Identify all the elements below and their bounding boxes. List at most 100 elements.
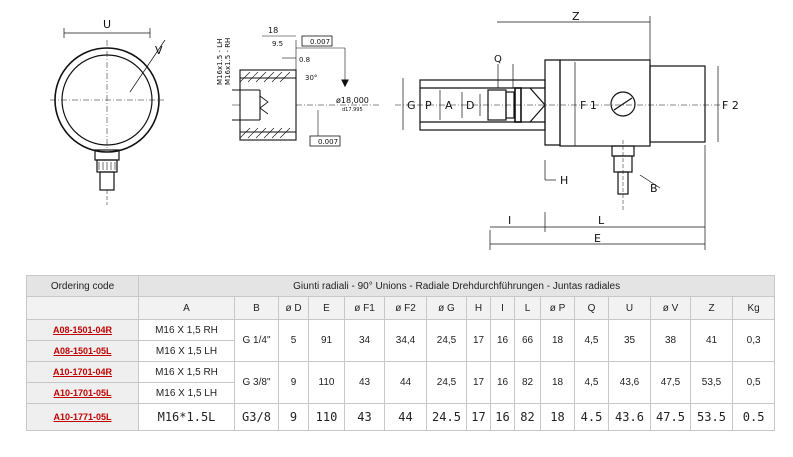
cell-q: 4,5 <box>574 319 609 362</box>
cell-f1: 43 <box>344 361 385 404</box>
col-header-i: I <box>490 296 515 320</box>
cell-h: 17 <box>466 361 491 404</box>
table-row: A10-1701-04R M16 X 1,5 RH G 3/8" 9 110 4… <box>26 361 776 404</box>
left-view <box>50 28 166 205</box>
cell-v: 38 <box>650 319 691 362</box>
label-g: G <box>407 99 416 112</box>
cell-b: G 1/4" <box>234 319 279 362</box>
cell-h: 17 <box>466 319 491 362</box>
cell-p: 18 <box>540 319 575 362</box>
table-row: A08-1501-04R M16 X 1,5 RH G 1/4" 5 91 34… <box>26 319 776 362</box>
label-u: U <box>103 18 111 31</box>
cell-h: 17 <box>466 403 491 431</box>
col-header-kg: Kg <box>731 296 776 320</box>
ordering-code-link[interactable]: A10-1771-05L <box>53 412 112 422</box>
label-dia-tol: d17.995 <box>342 107 363 113</box>
ordering-code-link[interactable]: A08-1501-05L <box>53 345 112 356</box>
ordering-code-link[interactable]: A08-1501-04R <box>52 324 113 335</box>
table-row: A10-1771-05L M16*1.5L G3/8 9 110 43 44 2… <box>26 403 776 431</box>
col-header-h: H <box>466 296 491 320</box>
cell-b: G 3/8" <box>234 361 279 404</box>
cell-d: 9 <box>278 361 309 404</box>
cell-g: 24,5 <box>426 319 467 362</box>
cell-v: 47,5 <box>650 361 691 404</box>
technical-drawing: U V M16x1.5 - LH M16x1.5 - RH 18 <box>50 10 739 250</box>
ordering-code-link[interactable]: A10-1701-05L <box>53 387 112 398</box>
label-d: D <box>466 99 474 112</box>
table-title: Giunti radiali - 90° Unions - Radiale Dr… <box>137 275 776 297</box>
cell-f2: 34,4 <box>384 319 427 362</box>
label-f1: F 1 <box>580 99 597 112</box>
label-q: Q <box>494 54 502 65</box>
cell-l: 82 <box>514 361 541 404</box>
ordering-code-cell: A08-1501-05L <box>26 340 139 362</box>
cell-u: 35 <box>608 319 651 362</box>
col-header-f1: ø F1 <box>344 296 385 320</box>
cell-e: 91 <box>308 319 345 362</box>
label-b: B <box>650 182 658 195</box>
right-view <box>395 16 720 250</box>
cell-d: 5 <box>278 319 309 362</box>
cell-u: 43,6 <box>608 361 651 404</box>
cell-f2: 44 <box>384 403 427 431</box>
label-l: L <box>598 214 605 227</box>
cell-i: 16 <box>490 361 515 404</box>
col-header-d: ø D <box>278 296 309 320</box>
cell-g: 24,5 <box>426 361 467 404</box>
cell-f1: 34 <box>344 319 385 362</box>
col-header-v: ø V <box>650 296 691 320</box>
col-header-u: U <box>608 296 651 320</box>
table-header-row-2: A B ø D E ø F1 ø F2 ø G H I L ø P Q U ø … <box>26 296 776 320</box>
cell-l: 66 <box>514 319 541 362</box>
col-header-l: L <box>514 296 541 320</box>
label-h: H <box>560 174 568 187</box>
ordering-code-cell: A08-1501-04R <box>26 319 139 341</box>
table-header-row-1: Ordering code Giunti radiali - 90° Union… <box>26 275 776 297</box>
cell-a: M16 X 1,5 LH <box>138 340 235 362</box>
label-a: A <box>445 99 453 112</box>
label-dim18: 18 <box>268 26 278 35</box>
col-header-p: ø P <box>540 296 575 320</box>
middle-view <box>232 35 380 147</box>
label-dia: ø18,000 <box>336 96 369 105</box>
cell-p: 18 <box>540 361 575 404</box>
col-header-a: A <box>138 296 235 320</box>
ordering-code-link[interactable]: A10-1701-04R <box>52 366 113 377</box>
col-header-e: E <box>308 296 345 320</box>
label-tol2: 0.007 <box>318 138 338 146</box>
cell-u: 43.6 <box>608 403 651 431</box>
label-v: V <box>155 44 163 57</box>
label-f2: F 2 <box>722 99 739 112</box>
ordering-code-cell: A10-1701-04R <box>26 361 139 383</box>
cell-q: 4.5 <box>574 403 609 431</box>
col-header-q: Q <box>574 296 609 320</box>
dimensions-table: Ordering code Giunti radiali - 90° Union… <box>26 275 776 431</box>
cell-z: 41 <box>690 319 733 362</box>
col-header-g: ø G <box>426 296 467 320</box>
cell-a: M16 X 1,5 RH <box>138 319 235 341</box>
label-i: I <box>508 214 511 227</box>
label-dim08: 0.8 <box>299 56 310 64</box>
ordering-code-cell: A10-1701-05L <box>26 382 139 404</box>
cell-l: 82 <box>514 403 541 431</box>
label-p: P <box>425 99 432 112</box>
cell-kg: 0,5 <box>731 361 776 404</box>
cell-f1: 43 <box>344 403 385 431</box>
cell-z: 53,5 <box>690 361 733 404</box>
ordering-code-header: Ordering code <box>26 275 139 297</box>
cell-q: 4,5 <box>574 361 609 404</box>
cell-f2: 44 <box>384 361 427 404</box>
label-m16-lh: M16x1.5 - LH <box>216 39 224 85</box>
cell-v: 47.5 <box>650 403 691 431</box>
label-e: E <box>594 232 601 245</box>
label-m16-rh: M16x1.5 - RH <box>224 38 232 85</box>
cell-kg: 0.5 <box>731 403 776 431</box>
cell-i: 16 <box>490 319 515 362</box>
cell-e: 110 <box>308 361 345 404</box>
col-header-f2: ø F2 <box>384 296 427 320</box>
cell-a: M16 X 1,5 RH <box>138 361 235 383</box>
label-z: Z <box>572 10 580 23</box>
col-header-z: Z <box>690 296 733 320</box>
cell-a: M16*1.5L <box>138 403 235 431</box>
cell-i: 16 <box>490 403 515 431</box>
